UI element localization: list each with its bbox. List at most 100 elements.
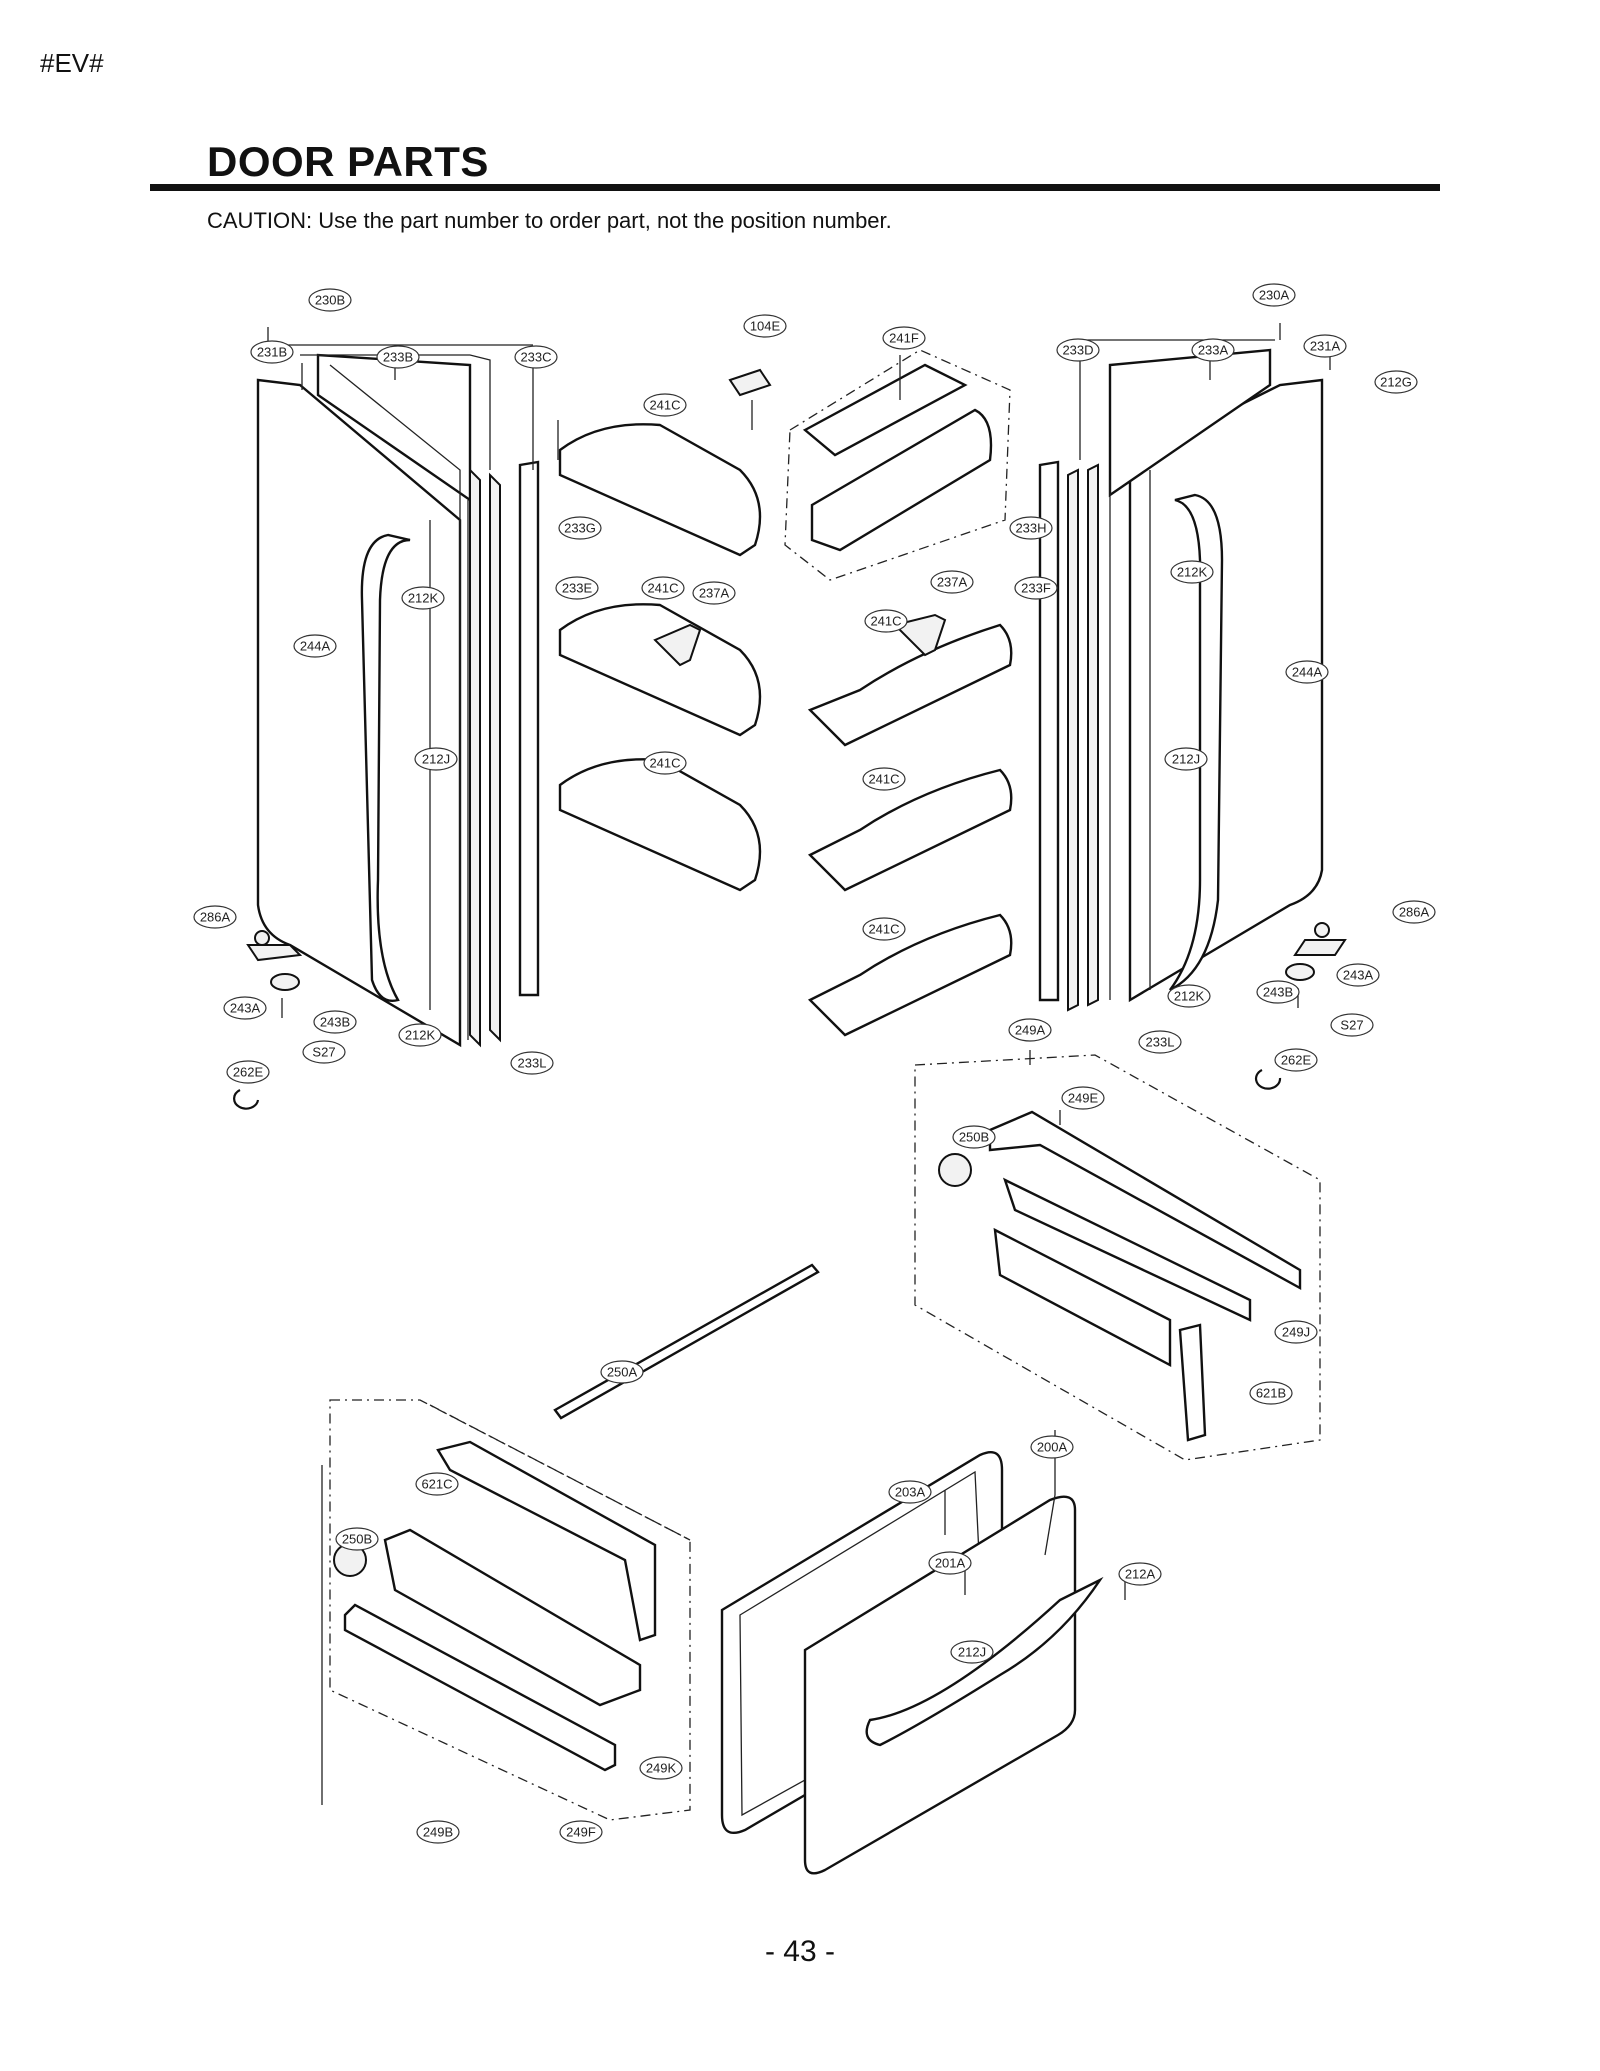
callout-bubble	[376, 345, 420, 369]
callout-233f: 233F	[1014, 576, 1058, 600]
callout-label: 249E	[1068, 1091, 1099, 1106]
left-hinge	[246, 944, 303, 962]
callout-bubble	[302, 1040, 346, 1064]
door-bin-lower-left	[558, 758, 762, 892]
callout-label: 249K	[646, 1761, 677, 1776]
right-door-strip	[1038, 460, 1060, 1002]
callout-262e: 262E	[1274, 1048, 1318, 1072]
callout-label: 230A	[1259, 288, 1290, 303]
callout-label: 250A	[607, 1365, 638, 1380]
callout-249e: 249E	[1061, 1086, 1105, 1110]
callout-bubble	[1392, 900, 1436, 924]
callout-230b: 230B	[308, 288, 352, 312]
callout-212k: 212K	[1167, 984, 1211, 1008]
callout-label: 233B	[383, 350, 413, 365]
callout-label: 201A	[935, 1556, 966, 1571]
callout-bubble	[1167, 984, 1211, 1008]
callout-label: 621C	[421, 1477, 452, 1492]
callout-label: 249A	[1015, 1023, 1046, 1038]
callout-249f: 249F	[559, 1820, 603, 1844]
freezer-drawer-door-200a	[803, 1495, 1077, 1875]
callout-label: 243A	[230, 1001, 261, 1016]
callout-bubble	[862, 767, 906, 791]
callout-label: 212J	[1172, 752, 1200, 767]
callout-231a: 231A	[1303, 334, 1347, 358]
callout-243b: 243B	[313, 1010, 357, 1034]
callout-label: 231B	[257, 345, 287, 360]
dairy-bin	[810, 408, 993, 552]
callout-233l: 233L	[510, 1051, 554, 1075]
callout-label: 233H	[1015, 521, 1046, 536]
right-hinge	[1293, 939, 1347, 956]
callout-label: 233L	[518, 1056, 547, 1071]
callout-bubble	[864, 609, 908, 633]
callout-bubble	[1303, 334, 1347, 358]
callout-243a: 243A	[223, 996, 267, 1020]
callout-230a: 230A	[1252, 283, 1296, 307]
door-bin-upper-left	[558, 423, 762, 557]
callout-label: 262E	[1281, 1053, 1312, 1068]
callout-bubble	[558, 516, 602, 540]
callout-bubble	[1030, 1435, 1074, 1459]
callout-bubble	[1118, 1562, 1162, 1586]
callout-bubble	[643, 751, 687, 775]
callout-bubble	[1191, 338, 1235, 362]
callout-label: S27	[312, 1045, 335, 1060]
callout-s27: S27	[302, 1040, 346, 1064]
callout-label: 249F	[566, 1825, 596, 1840]
callout-bubble	[888, 1480, 932, 1504]
callout-244a: 244A	[293, 634, 337, 658]
callout-286a: 286A	[193, 905, 237, 929]
right-door-panel	[1128, 378, 1324, 1003]
callout-bubble	[1009, 516, 1053, 540]
callout-bubble	[226, 1060, 270, 1084]
callout-label: 262E	[233, 1065, 264, 1080]
callout-bubble	[639, 1756, 683, 1780]
callout-label: 231A	[1310, 339, 1341, 354]
callout-label: 212K	[408, 591, 439, 606]
callout-249a: 249A	[1008, 1018, 1052, 1042]
callout-bubble	[414, 747, 458, 771]
callout-212k: 212K	[401, 586, 445, 610]
callout-bubble	[1330, 1013, 1374, 1037]
callout-label: 233F	[1021, 581, 1051, 596]
callout-bubble	[930, 570, 974, 594]
callout-200a: 200A	[1030, 1435, 1074, 1459]
callout-bubble	[415, 1472, 459, 1496]
callout-label: 249J	[1282, 1325, 1310, 1340]
door-bin-upper-right	[807, 623, 1013, 747]
callout-bubble	[401, 586, 445, 610]
callout-bubble	[293, 634, 337, 658]
callout-label: 241F	[889, 331, 919, 346]
callout-233b: 233B	[376, 345, 420, 369]
callout-243a: 243A	[1336, 963, 1380, 987]
callout-bubble	[643, 393, 687, 417]
callout-212j: 212J	[950, 1640, 994, 1664]
door-bin-middle-left	[558, 603, 762, 737]
callout-bubble	[250, 340, 294, 364]
callout-bubble	[1164, 747, 1208, 771]
callout-bubble	[313, 1010, 357, 1034]
callout-233g: 233G	[558, 516, 602, 540]
callout-bubble	[398, 1023, 442, 1047]
bracket-104e	[728, 368, 772, 397]
callout-621c: 621C	[415, 1472, 459, 1496]
callout-249b: 249B	[416, 1820, 460, 1844]
callout-241c: 241C	[643, 393, 687, 417]
callout-bubble	[1008, 1018, 1052, 1042]
callout-label: 212K	[1177, 565, 1208, 580]
callout-212k: 212K	[1170, 560, 1214, 584]
callout-label: 243B	[320, 1015, 350, 1030]
callout-bubble	[1336, 963, 1380, 987]
title-rule	[150, 184, 1440, 191]
callout-bubble	[862, 917, 906, 941]
callout-233e: 233E	[555, 576, 599, 600]
callout-label: 243A	[1343, 968, 1374, 983]
callout-bubble	[1252, 283, 1296, 307]
callout-label: 233A	[1198, 343, 1229, 358]
callout-233d: 233D	[1056, 338, 1100, 362]
callout-label: 212G	[1380, 375, 1412, 390]
callout-bubble	[1061, 1086, 1105, 1110]
left-door-handle	[360, 533, 411, 1002]
